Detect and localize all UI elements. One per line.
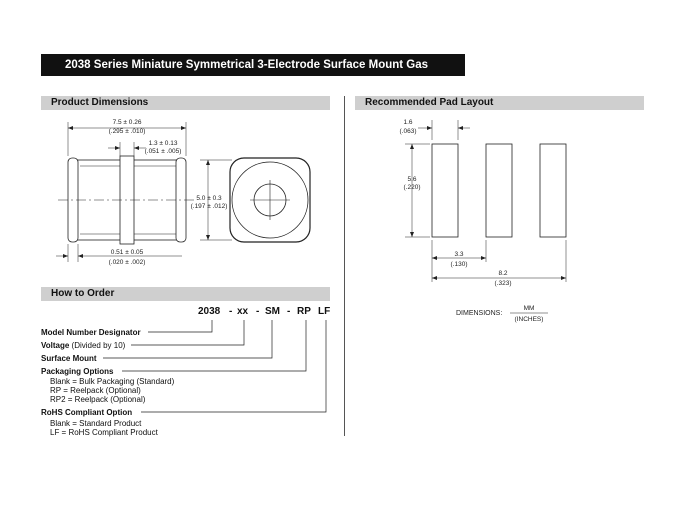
units-top: MM: [524, 305, 535, 312]
code-dash-1: -: [229, 306, 233, 317]
order-rohs-label: RoHS Compliant Option: [41, 408, 133, 417]
rohs-option: Blank = Standard Product: [50, 419, 142, 428]
rohs-option: LF = RoHS Compliant Product: [50, 428, 158, 437]
pad-height-in: (.220): [404, 184, 421, 191]
pad-layout-drawing: [405, 120, 567, 282]
dim-length-mm: 7.5 ± 0.26: [113, 119, 142, 126]
order-voltage-label: Voltage (Divided by 10): [41, 341, 126, 350]
dim-diameter-in: (.197 ± .012): [191, 203, 228, 210]
pad-total-mm: 8.2: [498, 270, 507, 277]
page-title: 2038 Series Miniature Symmetrical 3-Elec…: [41, 54, 465, 93]
dim-end-mm: 0.51 ± 0.05: [111, 249, 144, 256]
order-surface-label: Surface Mount: [41, 354, 97, 363]
tube-end-view: [200, 157, 311, 243]
order-leader-lines: [103, 320, 327, 413]
code-voltage: xx: [237, 306, 249, 317]
code-dash-2: -: [256, 306, 260, 317]
units-label: DIMENSIONS:: [456, 310, 502, 317]
pad-pitch-in: (.130): [451, 261, 468, 268]
packaging-option: Blank = Bulk Packaging (Standard): [50, 377, 175, 386]
units-bottom: (INCHES): [515, 316, 544, 323]
packaging-option: RP2 = Reelpack (Optional): [50, 395, 146, 404]
code-sm: SM: [265, 306, 280, 317]
code-base: 2038: [198, 306, 221, 317]
pad-width-in: (.063): [400, 128, 417, 135]
dim-band-in: (.051 ± .005): [145, 148, 182, 155]
dim-length-in: (.295 ± .010): [109, 128, 146, 135]
code-rp: RP: [297, 306, 311, 317]
pad-pitch-mm: 3.3: [454, 251, 463, 258]
dim-diameter-mm: 5.0 ± 0.3: [196, 195, 222, 202]
dim-end-in: (.020 ± .002): [109, 259, 146, 266]
pad-total-in: (.323): [495, 280, 512, 287]
column-divider: [344, 96, 345, 436]
section-header-product-dimensions: Product Dimensions: [41, 96, 330, 110]
code-lf: LF: [318, 306, 331, 317]
order-model-label: Model Number Designator: [41, 328, 141, 337]
pad-height-mm: 5.6: [407, 176, 416, 183]
packaging-option: RP = Reelpack (Optional): [50, 386, 141, 395]
order-packaging-label: Packaging Options: [41, 367, 114, 376]
section-header-pad-layout: Recommended Pad Layout: [355, 96, 644, 110]
dim-band-mm: 1.3 ± 0.13: [149, 140, 178, 147]
pad-width-mm: 1.6: [403, 119, 412, 126]
tube-side-view: [56, 122, 196, 262]
code-dash-3: -: [287, 306, 291, 317]
section-header-how-to-order: How to Order: [41, 287, 330, 301]
